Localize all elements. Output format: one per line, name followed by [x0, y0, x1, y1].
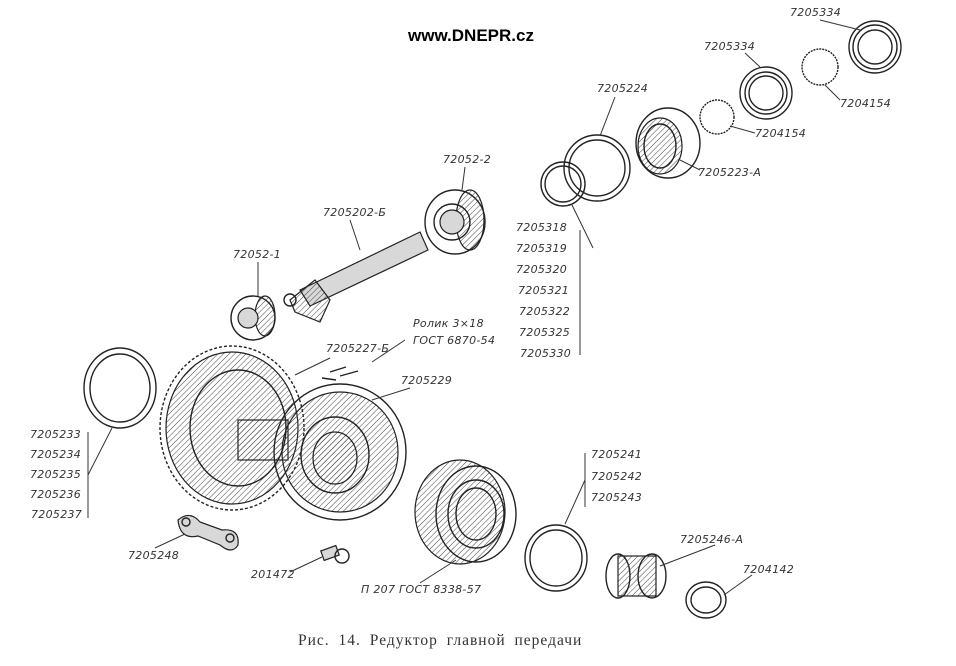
- shim-list-left-item: 7205234: [30, 448, 82, 461]
- label-7204154-right: 7204154: [840, 97, 892, 110]
- shim-list-right-item: 7205319: [516, 242, 568, 255]
- ring-7204142: [685, 581, 727, 619]
- bearing-7205334: [739, 66, 793, 120]
- shim-list-left-item: 7205237: [31, 508, 83, 521]
- snap-ring-7204154: [699, 99, 735, 135]
- shim-list-right-item: 7205321: [518, 284, 570, 297]
- label-7205334-top: 7205334: [790, 6, 842, 19]
- bearing-7205334-top: [848, 20, 902, 74]
- shim-list-right-item: 7205320: [516, 263, 568, 276]
- label-roller-1: Ролик 3×18: [413, 317, 484, 330]
- leader-lines: [87, 19, 861, 596]
- pinion-shaft-7205202-b: [283, 231, 429, 323]
- label-7205202-b: 7205202-Б: [323, 206, 387, 219]
- shim-ring-7205318: [540, 161, 586, 207]
- label-72052-1: 72052-1: [233, 248, 282, 261]
- label-7205229: 7205229: [401, 374, 453, 387]
- label-7205248: 7205248: [128, 549, 180, 562]
- shim-list-right-item: 7205330: [520, 347, 572, 360]
- shim-list-bottom-item: 7205241: [591, 448, 643, 461]
- shim-list-bottom-item: 7205242: [591, 470, 643, 483]
- label-72052-2: 72052-2: [443, 153, 492, 166]
- label-7205334: 7205334: [704, 40, 756, 53]
- shim-list-right-item: 7205318: [516, 221, 568, 234]
- label-7205224: 7205224: [597, 82, 649, 95]
- shim-list-right-item: 7205322: [519, 305, 571, 318]
- roller-bearing-7205246-a: [605, 553, 667, 599]
- label-7205227-b: 7205227-Б: [326, 342, 390, 355]
- shim-list-left-item: 7205235: [30, 468, 82, 481]
- shim-ring-7205233: [83, 347, 157, 429]
- label-201472: 201472: [251, 568, 295, 581]
- roller-pins: [321, 366, 359, 381]
- watermark-url: www.DNEPR.cz: [408, 26, 534, 45]
- shim-list-bottom-item: 7205243: [591, 491, 643, 504]
- label-7205246-a: 7205246-А: [680, 533, 744, 546]
- label-bearing-p207: П 207 ГОСТ 8338-57: [361, 583, 482, 596]
- label-7205223-a: 7205223-А: [698, 166, 762, 179]
- shim-ring-7205241: [524, 524, 588, 592]
- snap-ring-7204154-right: [801, 48, 839, 86]
- shim-list-right-item: 7205325: [519, 326, 571, 339]
- shim-list-left-item: 7205236: [30, 488, 82, 501]
- lock-plate-7205248: [177, 514, 239, 551]
- label-7204142: 7204142: [743, 563, 795, 576]
- bolt-201472: [320, 544, 350, 564]
- ball-bearing-p207: [414, 459, 517, 565]
- shim-list-left-item: 7205233: [30, 428, 82, 441]
- figure-caption: Рис. 14. Редуктор главной передачи: [298, 632, 583, 649]
- ring-7205224: [563, 134, 631, 202]
- bearing-72052-2: [424, 189, 486, 255]
- bearing-cage-7205223-a: [635, 107, 701, 179]
- label-7204154: 7204154: [755, 127, 807, 140]
- bearing-72052-1: [230, 295, 276, 341]
- label-roller-2: ГОСТ 6870-54: [413, 334, 496, 347]
- differential-housing-7205229: [237, 383, 407, 521]
